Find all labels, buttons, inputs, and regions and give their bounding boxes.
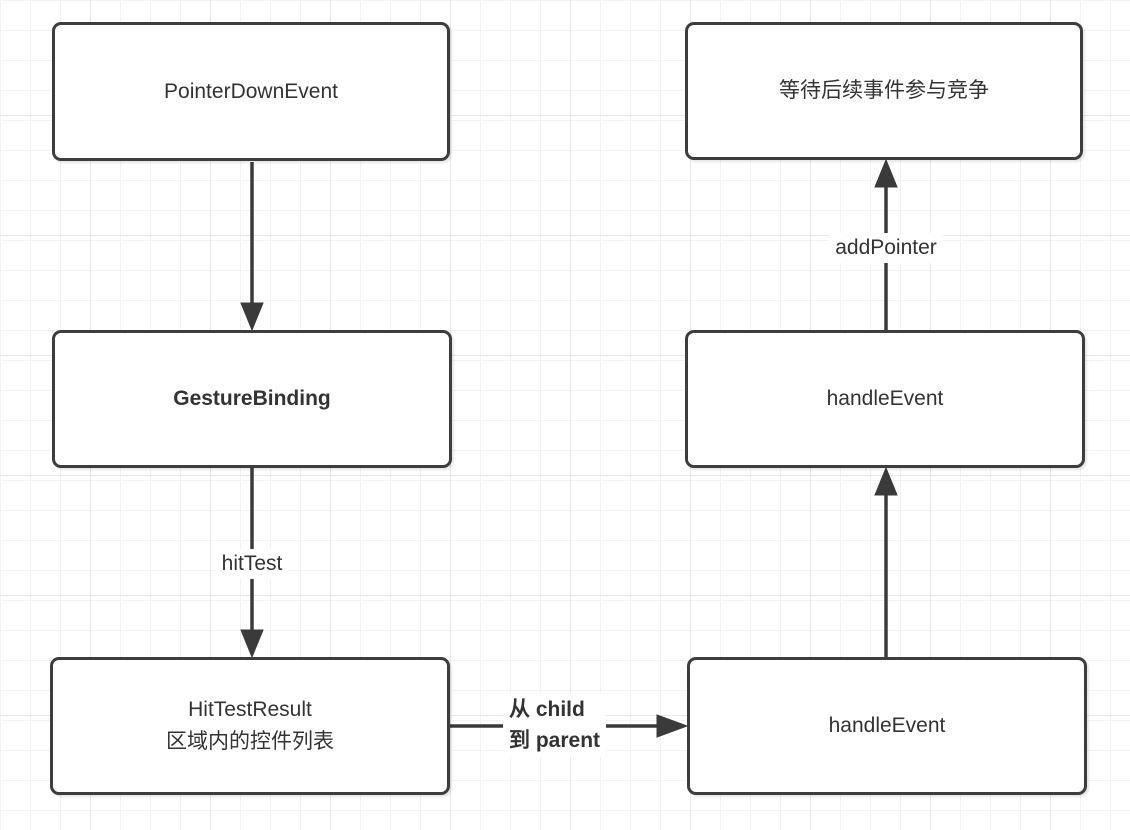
node-label: PointerDownEvent bbox=[164, 79, 338, 103]
node-label: HitTestResult 区域内的控件列表 bbox=[166, 694, 334, 758]
arrow-handleevent-bottom-to-mid bbox=[874, 466, 898, 657]
node-label: handleEvent bbox=[828, 714, 946, 737]
node-wait-for-next-events: 等待后续事件参与竞争 bbox=[685, 22, 1083, 160]
arrowhead-right-icon bbox=[656, 714, 689, 738]
node-label: 等待后续事件参与竞争 bbox=[779, 79, 989, 102]
node-hit-test-result: HitTestResult 区域内的控件列表 bbox=[50, 657, 450, 795]
node-label-line1: HitTestResult bbox=[188, 698, 312, 721]
edge-label-line2: 到 parent bbox=[509, 729, 601, 752]
edge-label-hittest: hitTest bbox=[215, 549, 289, 579]
node-gesture-binding: GestureBinding bbox=[52, 330, 452, 468]
edge-label-line1: 从 child bbox=[509, 698, 585, 721]
node-label: GestureBinding bbox=[173, 387, 331, 410]
node-label-line2: 区域内的控件列表 bbox=[166, 730, 334, 753]
edge-label-child-to-parent: 从 child 到 parent bbox=[503, 693, 607, 757]
arrowhead-down-icon bbox=[240, 302, 264, 332]
node-pointer-down-event: PointerDownEvent bbox=[52, 22, 450, 161]
arrowhead-up-icon bbox=[874, 466, 898, 496]
arrowhead-down-icon bbox=[240, 629, 264, 659]
edge-label-addpointer: addPointer bbox=[829, 233, 943, 263]
arrow-pointerdown-to-gesturebinding bbox=[240, 162, 264, 332]
node-label: handleEvent bbox=[826, 387, 944, 410]
node-handle-event-bottom: handleEvent bbox=[687, 657, 1087, 795]
node-handle-event-middle: handleEvent bbox=[685, 330, 1085, 468]
arrowhead-up-icon bbox=[874, 158, 898, 188]
